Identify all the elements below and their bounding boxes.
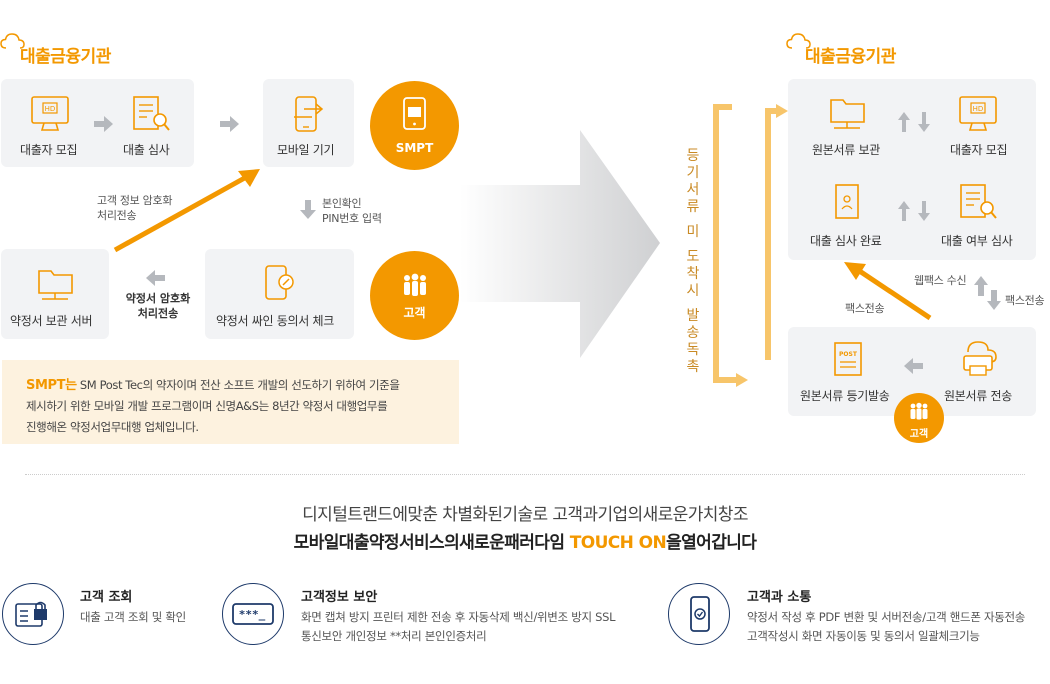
note-line-1: SM Post Tec의 약자이며 전산 소프트 개발의 선도하기 위하여 기준… <box>76 378 400 392</box>
original-send-label: 원본서류 전송 <box>944 389 1012 403</box>
cloud-printer-icon <box>963 341 997 376</box>
institution-box <box>788 79 1036 260</box>
doc-encrypt-label-2: 처리전송 <box>137 307 179 320</box>
document-search-icon <box>960 184 997 219</box>
right-customer-circle: 고객 <box>894 393 944 443</box>
storage-label: 약정서 보관 서버 <box>10 314 93 328</box>
feature-3-title: 고객과 소통 <box>747 590 812 605</box>
slogan-brand: TOUCH ON <box>569 533 667 553</box>
customer-circle: 고객 <box>370 251 459 340</box>
arrow-right-icon <box>94 116 113 132</box>
monitor-hd-icon: HD <box>31 96 69 131</box>
feature-2-desc-2: 통신보안 개인정보 **처리 본인인증처리 <box>301 629 487 643</box>
people-icon <box>910 402 928 420</box>
webfax-receive-label: 웹팩스 수신 <box>914 274 967 287</box>
svg-text:HD: HD <box>973 105 984 113</box>
slogan-line-1: 디지털트랜드에맞춘 차별화된기술로 고객과기업의새로운가치창조 <box>302 505 748 525</box>
flow-bracket-lines <box>713 104 788 387</box>
svg-text:POST: POST <box>839 351 858 358</box>
people-icon <box>404 273 426 296</box>
svg-text:HD: HD <box>45 105 56 113</box>
mobile-label: 모바일 기기 <box>277 143 335 157</box>
swap-arrows-icon <box>898 201 930 221</box>
review-label: 대출 심사 <box>123 143 170 157</box>
encrypt-label-1: 고객 정보 암호화 <box>97 194 173 207</box>
feature-3-desc-1: 약정서 작성 후 PDF 변환 및 서버전송/고객 핸드폰 자동전송 <box>747 610 1026 624</box>
document-search-icon <box>133 96 170 131</box>
left-section-title: 대출금융기관 <box>20 47 111 67</box>
password-security-icon: ***_ <box>222 583 284 645</box>
folder-network-icon <box>38 270 73 300</box>
tablet-icon <box>403 97 426 130</box>
smpt-circle: SMPT <box>370 81 459 170</box>
arrow-left-icon <box>904 358 923 374</box>
swap-arrows-icon <box>898 112 930 132</box>
right-customer-label: 고객 <box>909 429 929 440</box>
sign-check-label: 약정서 싸인 동의서 체크 <box>216 314 334 328</box>
feature-1-desc: 대출 고객 조회 및 확인 <box>80 610 186 624</box>
review-done-label: 대출 심사 완료 <box>810 234 882 248</box>
arrow-down-icon <box>300 200 316 219</box>
right-recruit-label: 대출자 모집 <box>950 143 1008 157</box>
slogan-line-2: 모바일대출약정서비스의새로운패러다임 TOUCH ON을열어갑니다 <box>0 528 1050 553</box>
smpt-note: SMPT는 SM Post Tec의 약자이며 전산 소프트 개발의 선도하기 … <box>2 360 459 444</box>
fax-send-orange-label: 팩스전송 <box>845 302 885 315</box>
folder-network-icon <box>830 99 865 129</box>
fax-send-label: 팩스전송 <box>1005 294 1045 307</box>
encrypt-label-2: 처리전송 <box>97 209 137 222</box>
note-line-3: 진행해온 약정서업무대행 업체입니다. <box>26 420 199 434</box>
mobile-communication-icon <box>668 583 730 645</box>
phone-sign-icon <box>265 265 294 300</box>
feature-1-title: 고객 조회 <box>80 590 133 605</box>
sign-check-box <box>205 249 354 339</box>
smpt-label: SMPT <box>395 141 434 155</box>
cloud-icon <box>786 33 811 49</box>
doc-encrypt-label-1: 약정서 암호화 <box>125 292 191 305</box>
svg-text:***_: ***_ <box>239 608 266 621</box>
note-highlight: SMPT는 <box>26 378 77 393</box>
slogan-line-2-post: 을열어갑니다 <box>666 533 757 553</box>
original-store-label: 원본서류 보관 <box>812 143 880 157</box>
document-approved-icon <box>835 184 859 219</box>
updown-arrows-icon <box>974 276 1001 310</box>
right-section-title: 대출금융기관 <box>805 47 896 67</box>
post-envelope-icon: POST <box>834 342 862 376</box>
section-divider <box>25 474 1025 475</box>
feature-3-desc-2: 고객작성시 화면 자동이동 및 동의서 일괄체크기능 <box>747 629 980 643</box>
note-line-2: 제시하기 위한 모바일 개발 프로그램이며 신명A&S는 8년간 약정서 대행업… <box>26 399 388 413</box>
feature-2-title: 고객정보 보안 <box>301 590 378 605</box>
review-whether-label: 대출 여부 심사 <box>941 234 1013 248</box>
customer-lookup-icon <box>2 583 64 645</box>
monitor-hd-icon: HD <box>959 96 997 131</box>
registered-mail-label: 원본서류 등기발송 <box>800 389 890 403</box>
verify-label-2: PIN번호 입력 <box>322 212 382 225</box>
recruit-label: 대출자 모집 <box>20 143 78 157</box>
mobile-box <box>263 79 354 167</box>
fax-send-arrow <box>844 262 932 321</box>
feature-2-desc-1: 화면 캡쳐 방지 프린터 제한 전송 후 자동삭제 백신/위변조 방지 SSL <box>301 610 616 624</box>
slogan-line-2-pre: 모바일대출약정서비스의새로운패러다임 <box>293 533 570 553</box>
verify-label-1: 본인확인 <box>322 197 362 210</box>
arrow-left-icon <box>146 270 165 286</box>
mobile-phone-icon <box>294 96 324 132</box>
big-transition-arrow <box>460 130 660 358</box>
encrypt-transfer-arrow <box>113 169 260 253</box>
customer-label: 고객 <box>403 306 426 320</box>
arrow-right-icon <box>220 116 239 132</box>
cloud-icon <box>0 33 25 49</box>
